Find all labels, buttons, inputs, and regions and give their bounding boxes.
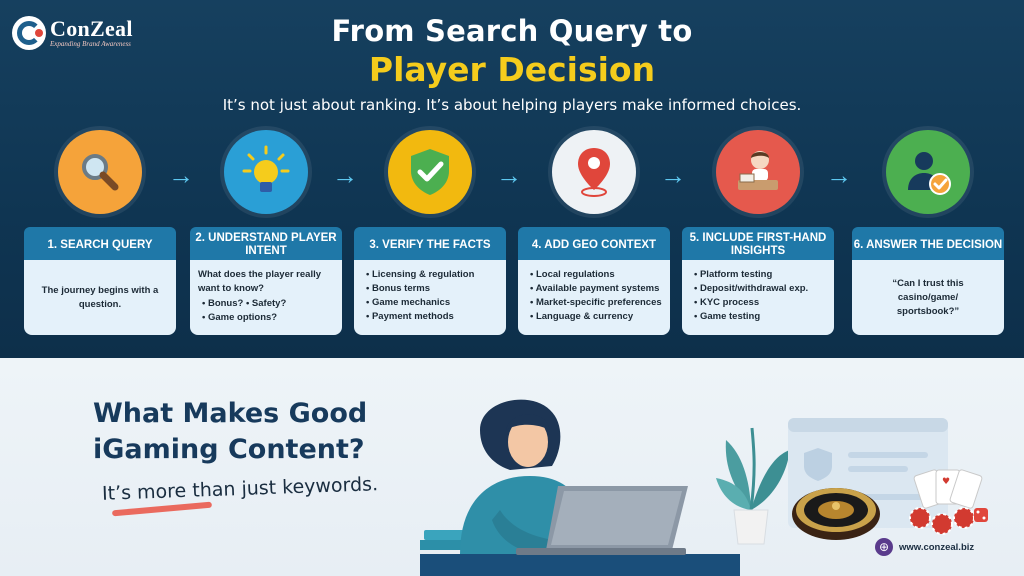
step-text: The journey begins with a question. [41, 284, 159, 310]
arrow-right-icon: → [168, 160, 194, 190]
casino-chips-cards-icon: ♥ [909, 469, 988, 535]
step-bullet: Deposit/withdrawal exp. [694, 282, 826, 296]
plant-illustration [716, 427, 790, 545]
step-bullet: Market-specific preferences [530, 296, 662, 310]
arrow-right-icon: → [660, 160, 686, 190]
step-bullet: Platform testing [694, 268, 826, 282]
brand-name: ConZeal [50, 16, 133, 41]
step-bullet: Licensing & regulation [366, 268, 498, 282]
step-bullet: Bonus? • Safety? [202, 297, 334, 311]
arrow-right-icon: → [826, 160, 852, 190]
step-bullet: Bonus terms [366, 282, 498, 296]
step-header: 3. VERIFY THE FACTS [354, 227, 506, 263]
page-subtitle: It’s not just about ranking. It’s about … [222, 96, 802, 114]
step-header: 2. UNDERSTAND PLAYER INTENT [190, 227, 342, 263]
step-card: Licensing & regulation Bonus terms Game … [354, 260, 506, 335]
step-card: What does the player really want to know… [190, 260, 342, 335]
brand-logo: ConZeal Expanding Brand Awareness [12, 16, 133, 50]
step-card: The journey begins with a question. [24, 260, 176, 335]
step-card: “Can I trust this casino/game/ sportsboo… [852, 260, 1004, 335]
step-text: What does the player really want to know… [198, 269, 322, 294]
step-bullet: Available payment systems [530, 282, 662, 296]
user-check-icon [886, 130, 970, 214]
step-header: 6. ANSWER THE DECISION [852, 227, 1004, 263]
conzeal-logo-icon [12, 16, 46, 50]
location-pin-icon [552, 130, 636, 214]
section-heading-line2: iGaming Content? [93, 434, 365, 465]
step-header: 1. SEARCH QUERY [24, 227, 176, 263]
step-bullet: Payment methods [366, 310, 498, 324]
shield-check-icon [388, 130, 472, 214]
website-url: www.conzeal.biz [899, 541, 975, 553]
step-bullet: Game mechanics [366, 296, 498, 310]
step-header: 4. ADD GEO CONTEXT [518, 227, 670, 263]
steps-flow: 1. SEARCH QUERY The journey begins with … [0, 0, 1024, 358]
arrow-right-icon: → [332, 160, 358, 190]
step-card: Platform testing Deposit/withdrawal exp.… [682, 260, 834, 335]
globe-icon: ⊕ [875, 538, 893, 556]
website-link[interactable]: ⊕ www.conzeal.biz [875, 538, 974, 556]
page-title-line1: From Search Query to [331, 14, 693, 48]
step-bullet: Language & currency [530, 310, 662, 324]
step-bullet: Game options? [202, 311, 334, 325]
section-heading-line1: What Makes Good [93, 398, 368, 429]
page-title-line2: Player Decision [368, 50, 656, 89]
svg-text:♥: ♥ [942, 477, 950, 487]
lightbulb-icon [224, 130, 308, 214]
reviewer-icon [716, 130, 800, 214]
step-card: Local regulations Available payment syst… [518, 260, 670, 335]
arrow-right-icon: → [496, 160, 522, 190]
step-bullet: KYC process [694, 296, 826, 310]
step-header: 5. INCLUDE FIRST-HAND INSIGHTS [682, 227, 834, 263]
woman-laptop-illustration [420, 399, 740, 576]
step-text: “Can I trust this casino/game/ sportsboo… [892, 277, 964, 317]
brand-tagline: Expanding Brand Awareness [50, 40, 131, 48]
roulette-wheel-icon [792, 488, 880, 540]
step-bullet: Game testing [694, 310, 826, 324]
step-bullet: Local regulations [530, 268, 662, 282]
magnifier-icon [58, 130, 142, 214]
